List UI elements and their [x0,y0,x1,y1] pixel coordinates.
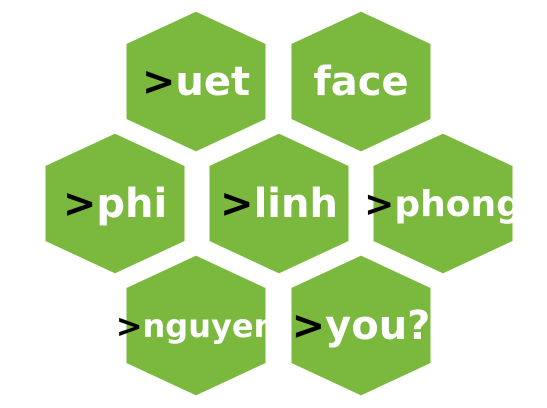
tile-linh: >linh [206,130,352,277]
tile-label: face [313,59,408,105]
tile-label: >uet [142,59,250,105]
tile-prefix: > [116,307,143,345]
tile-prefix: > [142,59,176,105]
hex-tile [42,130,188,277]
hex-tile [288,8,434,155]
tile-word: phi [96,181,167,227]
tile-label: >phong [364,184,522,225]
hex-tile [206,130,352,277]
tile-you: >you? [288,252,434,399]
tile-prefix: > [220,181,254,227]
hex-tile [370,130,516,277]
tile-word: face [313,59,408,105]
tile-word: phong [394,184,522,225]
tile-nguyen: >nguyen [116,252,277,399]
tile-label: >you? [292,303,431,349]
tile-uet: >uet [123,8,269,155]
tile-prefix: > [364,184,394,225]
hex-tile [123,252,269,399]
tile-phong: >phong [364,130,522,277]
tile-face: face [288,8,434,155]
tile-label: >phi [63,181,167,227]
tile-label: >nguyen [116,307,277,345]
tile-label: >linh [220,181,338,227]
tile-prefix: > [63,181,97,227]
tile-word: linh [254,181,338,227]
tile-prefix: > [292,303,326,349]
hex-tile [288,252,434,399]
tile-phi: >phi [42,130,188,277]
hex-tile [123,8,269,155]
tile-word: nguyen [143,307,277,345]
tile-word: you? [325,303,430,349]
tile-word: uet [175,59,250,105]
